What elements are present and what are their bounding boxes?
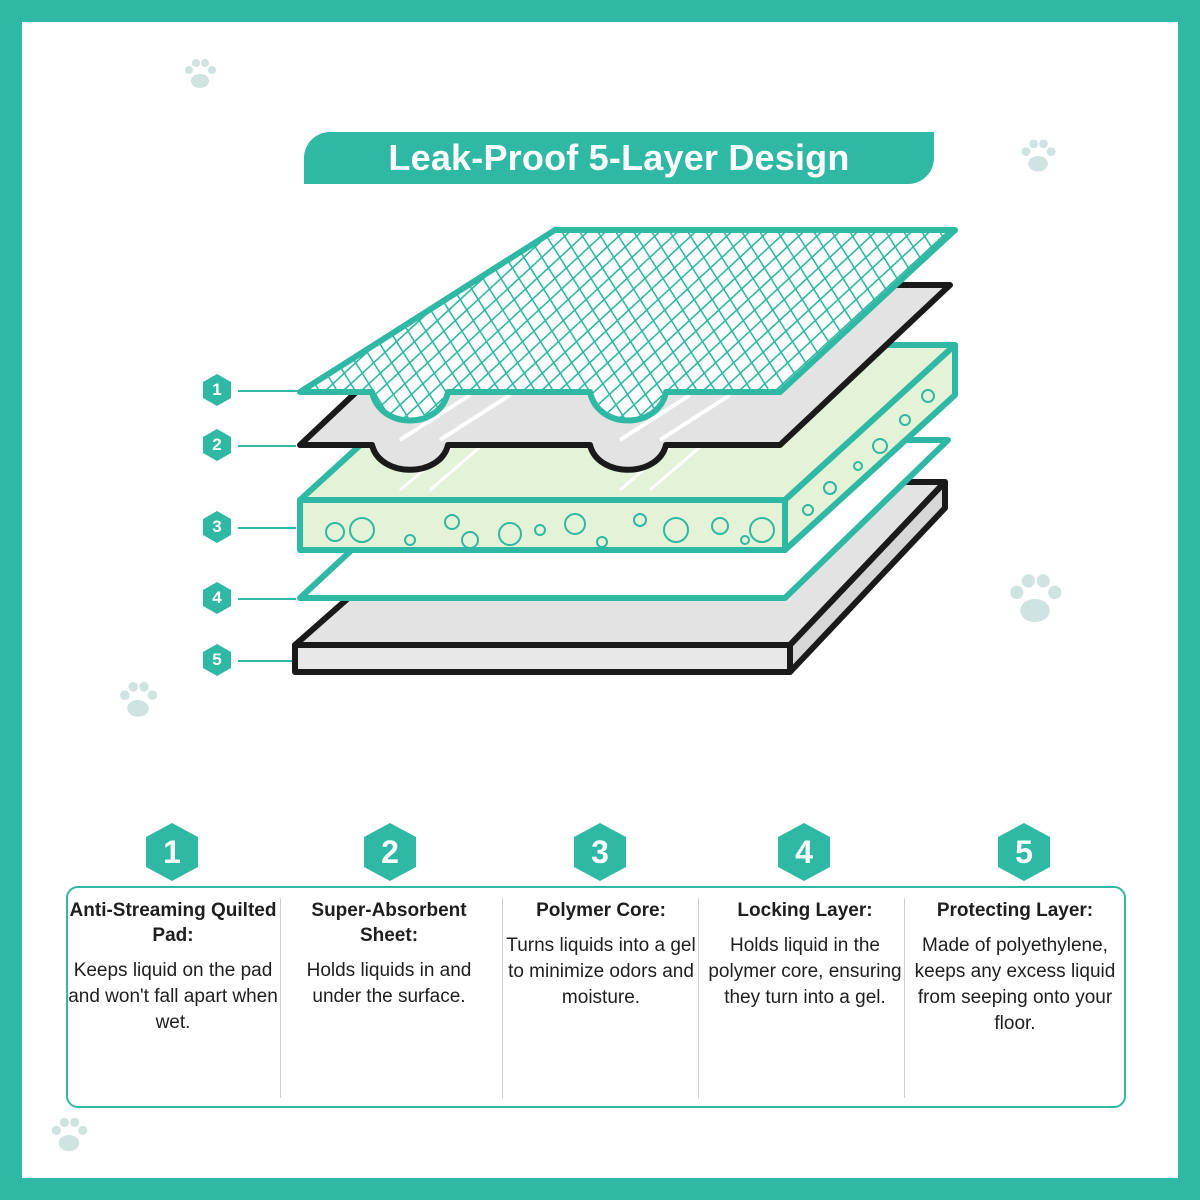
divider xyxy=(698,898,699,1098)
column-number-5: 5 xyxy=(996,822,1052,882)
paw-print-icon xyxy=(1021,139,1056,172)
column-title: Protecting Layer: xyxy=(936,900,1094,921)
description-column-1: Anti-Streaming Quilted Pad: Keeps liquid… xyxy=(68,898,278,1036)
layer-1-quilted-pad xyxy=(297,227,958,424)
description-column-3: Polymer Core: Turns liquids into a gel t… xyxy=(496,898,706,1011)
leader-line xyxy=(238,527,296,529)
leader-line xyxy=(238,390,298,392)
layer-illustration xyxy=(292,227,958,675)
leader-line xyxy=(238,660,292,662)
paw-print-icon xyxy=(51,1117,88,1152)
leader-line xyxy=(238,598,296,600)
layer-label-5: 5 xyxy=(200,643,234,677)
description-column-4: Locking Layer: Holds liquid in the polym… xyxy=(700,898,910,1011)
title-banner: Leak-Proof 5-Layer Design xyxy=(304,132,934,184)
paw-print-icon xyxy=(1010,574,1062,623)
column-number-4: 4 xyxy=(776,822,832,882)
layer-label-3: 3 xyxy=(200,510,234,544)
divider xyxy=(904,898,905,1098)
column-number-3: 3 xyxy=(572,822,628,882)
column-body: Made of polyethylene, keeps any excess l… xyxy=(914,935,1116,1034)
column-title: Locking Layer: xyxy=(737,900,873,921)
page-title: Leak-Proof 5-Layer Design xyxy=(388,137,850,178)
column-number-1: 1 xyxy=(144,822,200,882)
column-body: Keeps liquid on the pad and won't fall a… xyxy=(68,960,278,1033)
layer-label-2: 2 xyxy=(200,428,234,462)
description-column-5: Protecting Layer: Made of polyethylene, … xyxy=(910,898,1120,1037)
column-title: Polymer Core: xyxy=(536,900,666,921)
column-title: Anti-Streaming Quilted Pad: xyxy=(69,900,277,946)
description-column-2: Super-Absorbent Sheet: Holds liquids in … xyxy=(284,898,494,1010)
layer-label-1: 1 xyxy=(200,373,234,407)
column-number-2: 2 xyxy=(362,822,418,882)
column-title: Super-Absorbent Sheet: xyxy=(311,900,467,946)
paw-print-icon xyxy=(185,59,216,88)
column-body: Holds liquid in the polymer core, ensuri… xyxy=(708,935,902,1008)
divider xyxy=(502,898,503,1098)
paw-print-icon xyxy=(120,682,158,717)
divider xyxy=(280,898,281,1098)
column-body: Turns liquids into a gel to minimize odo… xyxy=(506,935,696,1008)
leader-line xyxy=(238,445,296,447)
layer-label-4: 4 xyxy=(200,581,234,615)
column-body: Holds liquids in and under the surface. xyxy=(306,960,472,1007)
layer-descriptions: Anti-Streaming Quilted Pad: Keeps liquid… xyxy=(66,886,1126,1108)
